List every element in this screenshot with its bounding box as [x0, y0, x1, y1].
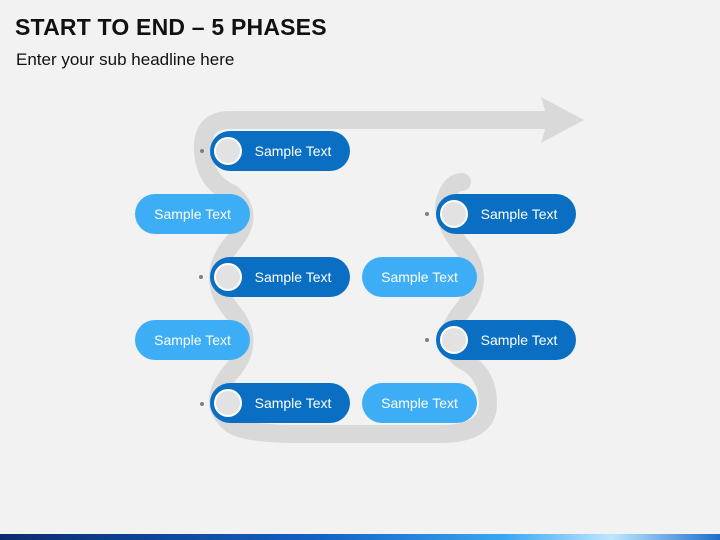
- step-label: Sample Text: [154, 206, 231, 222]
- step-pill-right-3[interactable]: Sample Text: [436, 320, 576, 360]
- step-label: Sample Text: [480, 206, 558, 222]
- step-circle-icon: [214, 137, 242, 165]
- step-pill-left-1[interactable]: Sample Text: [210, 131, 350, 171]
- step-pill-right-1[interactable]: Sample Text: [436, 194, 576, 234]
- connector-dot: [199, 275, 203, 279]
- step-circle-icon: [214, 389, 242, 417]
- step-label: Sample Text: [254, 143, 332, 159]
- step-pill-left-3[interactable]: Sample Text: [210, 257, 350, 297]
- step-pill-left-5[interactable]: Sample Text: [210, 383, 350, 423]
- step-pill-left-4[interactable]: Sample Text: [135, 320, 250, 360]
- step-label: Sample Text: [254, 395, 332, 411]
- step-circle-icon: [440, 200, 468, 228]
- step-label: Sample Text: [154, 332, 231, 348]
- connector-dot: [425, 338, 429, 342]
- page-subtitle: Enter your sub headline here: [16, 50, 235, 69]
- step-label: Sample Text: [381, 395, 458, 411]
- step-label: Sample Text: [480, 332, 558, 348]
- page-title: START TO END – 5 PHASES: [15, 14, 327, 40]
- step-label: Sample Text: [254, 269, 332, 285]
- footer-bar: [0, 534, 720, 540]
- connector-dot: [425, 212, 429, 216]
- step-circle-icon: [440, 326, 468, 354]
- step-circle-icon: [214, 263, 242, 291]
- connector-dot: [200, 402, 204, 406]
- step-label: Sample Text: [381, 269, 458, 285]
- arrow-head: [541, 97, 584, 143]
- step-pill-right-4[interactable]: Sample Text: [362, 383, 477, 423]
- step-pill-right-2[interactable]: Sample Text: [362, 257, 477, 297]
- step-pill-left-2[interactable]: Sample Text: [135, 194, 250, 234]
- connector-dot: [200, 149, 204, 153]
